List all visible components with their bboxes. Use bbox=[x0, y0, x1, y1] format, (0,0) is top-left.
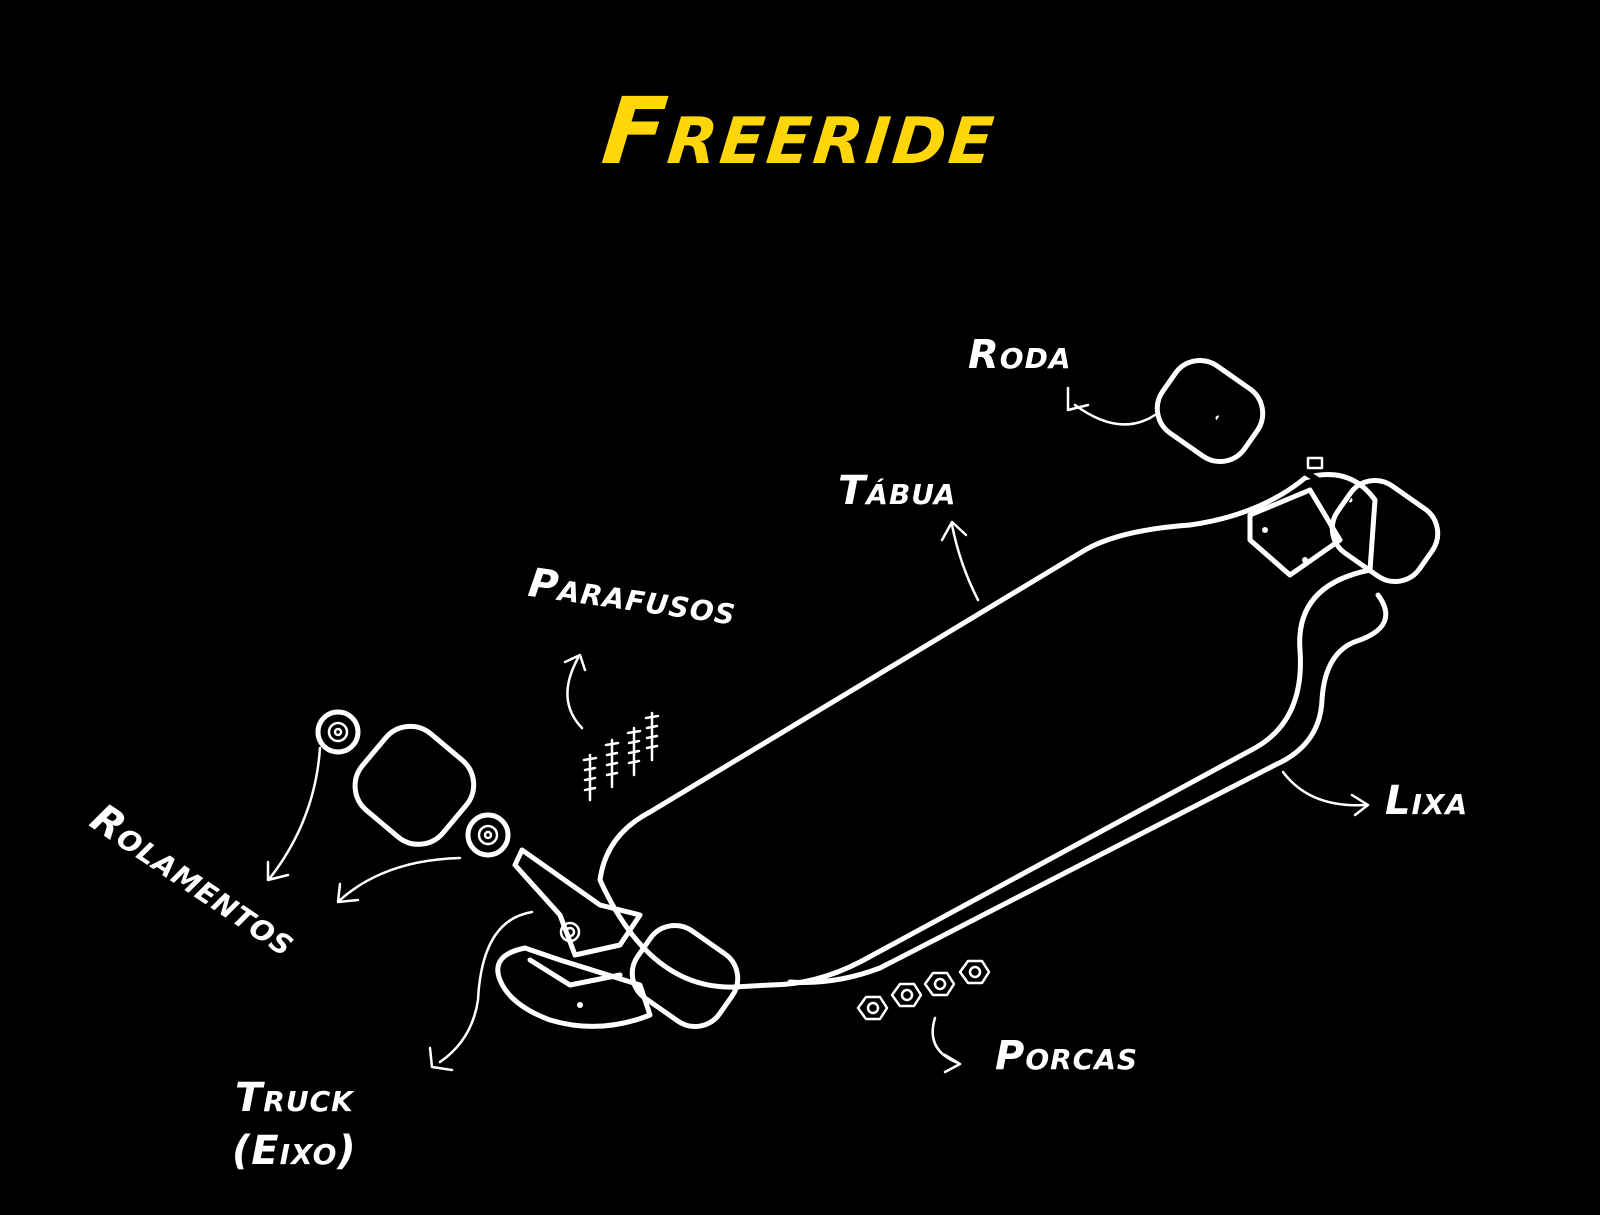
screws bbox=[582, 711, 660, 802]
top-truck bbox=[1215, 415, 1353, 578]
label-lixa: Lixa bbox=[1385, 778, 1469, 824]
arrow-truck bbox=[428, 910, 534, 1072]
wheel-top bbox=[1154, 358, 1266, 464]
arrow-parafusos bbox=[563, 653, 587, 730]
label-roda: Roda bbox=[968, 332, 1072, 378]
wheel-loose bbox=[352, 723, 477, 847]
arrow-lixa bbox=[1281, 770, 1370, 817]
arrow-rolamentos-2 bbox=[336, 856, 462, 904]
bearing-1 bbox=[315, 709, 361, 755]
arrow-tabua bbox=[940, 520, 980, 602]
bearing-2 bbox=[465, 812, 511, 858]
wheel-right bbox=[1329, 478, 1441, 584]
label-truck: Truck bbox=[235, 1075, 354, 1121]
arrows bbox=[266, 386, 1370, 1074]
label-eixo: (Eixo) bbox=[232, 1128, 357, 1174]
deck-board bbox=[597, 472, 1378, 990]
arrow-rolamentos-1 bbox=[266, 746, 322, 882]
label-tabua: Tábua bbox=[838, 468, 957, 514]
label-porcas: Porcas bbox=[995, 1033, 1139, 1079]
grip-tape-layer bbox=[787, 592, 1389, 985]
bottom-truck bbox=[495, 847, 653, 1029]
nuts bbox=[856, 959, 991, 1021]
wheel-bottom bbox=[629, 923, 741, 1029]
arrow-porcas bbox=[931, 1016, 962, 1074]
arrow-roda bbox=[1066, 386, 1157, 426]
